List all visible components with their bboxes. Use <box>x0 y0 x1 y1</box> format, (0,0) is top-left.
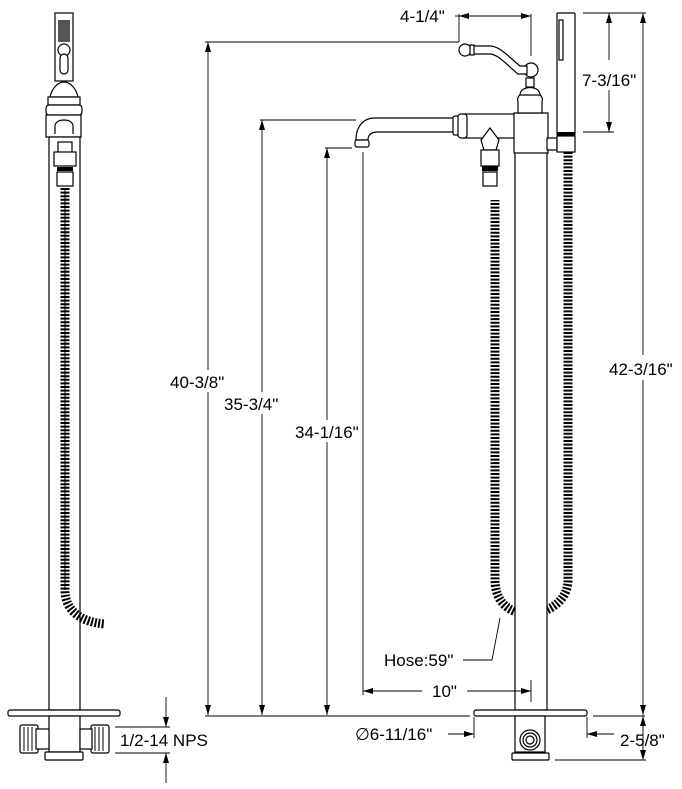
front-view <box>205 12 645 761</box>
hand-shower-length-label: 7-3/16" <box>582 71 636 90</box>
dim-handle-reach: 4-1/4" <box>400 7 532 56</box>
hose-length-label: Hose:59" <box>384 651 453 670</box>
dim-spout-outlet-height: 34-1/16" <box>294 147 366 715</box>
dim-hand-shower-length: 7-3/16" <box>582 12 646 133</box>
dim-spout-height: 35-3/4" <box>222 119 356 715</box>
handle-reach-label: 4-1/4" <box>400 7 445 26</box>
dim-overall-height: 42-3/16" <box>609 13 673 715</box>
overall-height-label: 42-3/16" <box>609 360 673 379</box>
valve-body <box>513 112 549 154</box>
supply-nut-left <box>19 724 39 754</box>
supply-nut-right <box>90 724 110 754</box>
spout <box>355 117 456 141</box>
dim-below-floor-depth: 2-5/8" <box>555 716 665 761</box>
side-view <box>7 12 121 761</box>
supply-connection-label: 1/2-14 NPS <box>120 731 208 750</box>
flange-diameter-label: ∅6-11/16" <box>355 725 432 744</box>
floor-flange-side <box>7 709 121 717</box>
spout-outlet-height-label: 34-1/16" <box>295 423 359 442</box>
dim-spout-reach: 10" <box>362 152 532 702</box>
dim-handle-height: 40-3/8" <box>168 41 459 715</box>
spout-height-label: 35-3/4" <box>224 395 278 414</box>
dim-flange-diameter: ∅6-11/16" <box>355 717 475 744</box>
floor-flange <box>473 709 588 717</box>
below-floor-depth-label: 2-5/8" <box>620 731 665 750</box>
handle-knob <box>458 43 472 57</box>
handle-lever <box>471 45 528 75</box>
spout-reach-label: 10" <box>432 682 457 701</box>
dim-hose-length: Hose:59" <box>384 617 501 670</box>
column <box>514 139 548 711</box>
dim-supply-connection: 1/2-14 NPS <box>115 697 208 783</box>
spray-face <box>58 20 70 42</box>
handle-height-label: 40-3/8" <box>170 373 224 392</box>
